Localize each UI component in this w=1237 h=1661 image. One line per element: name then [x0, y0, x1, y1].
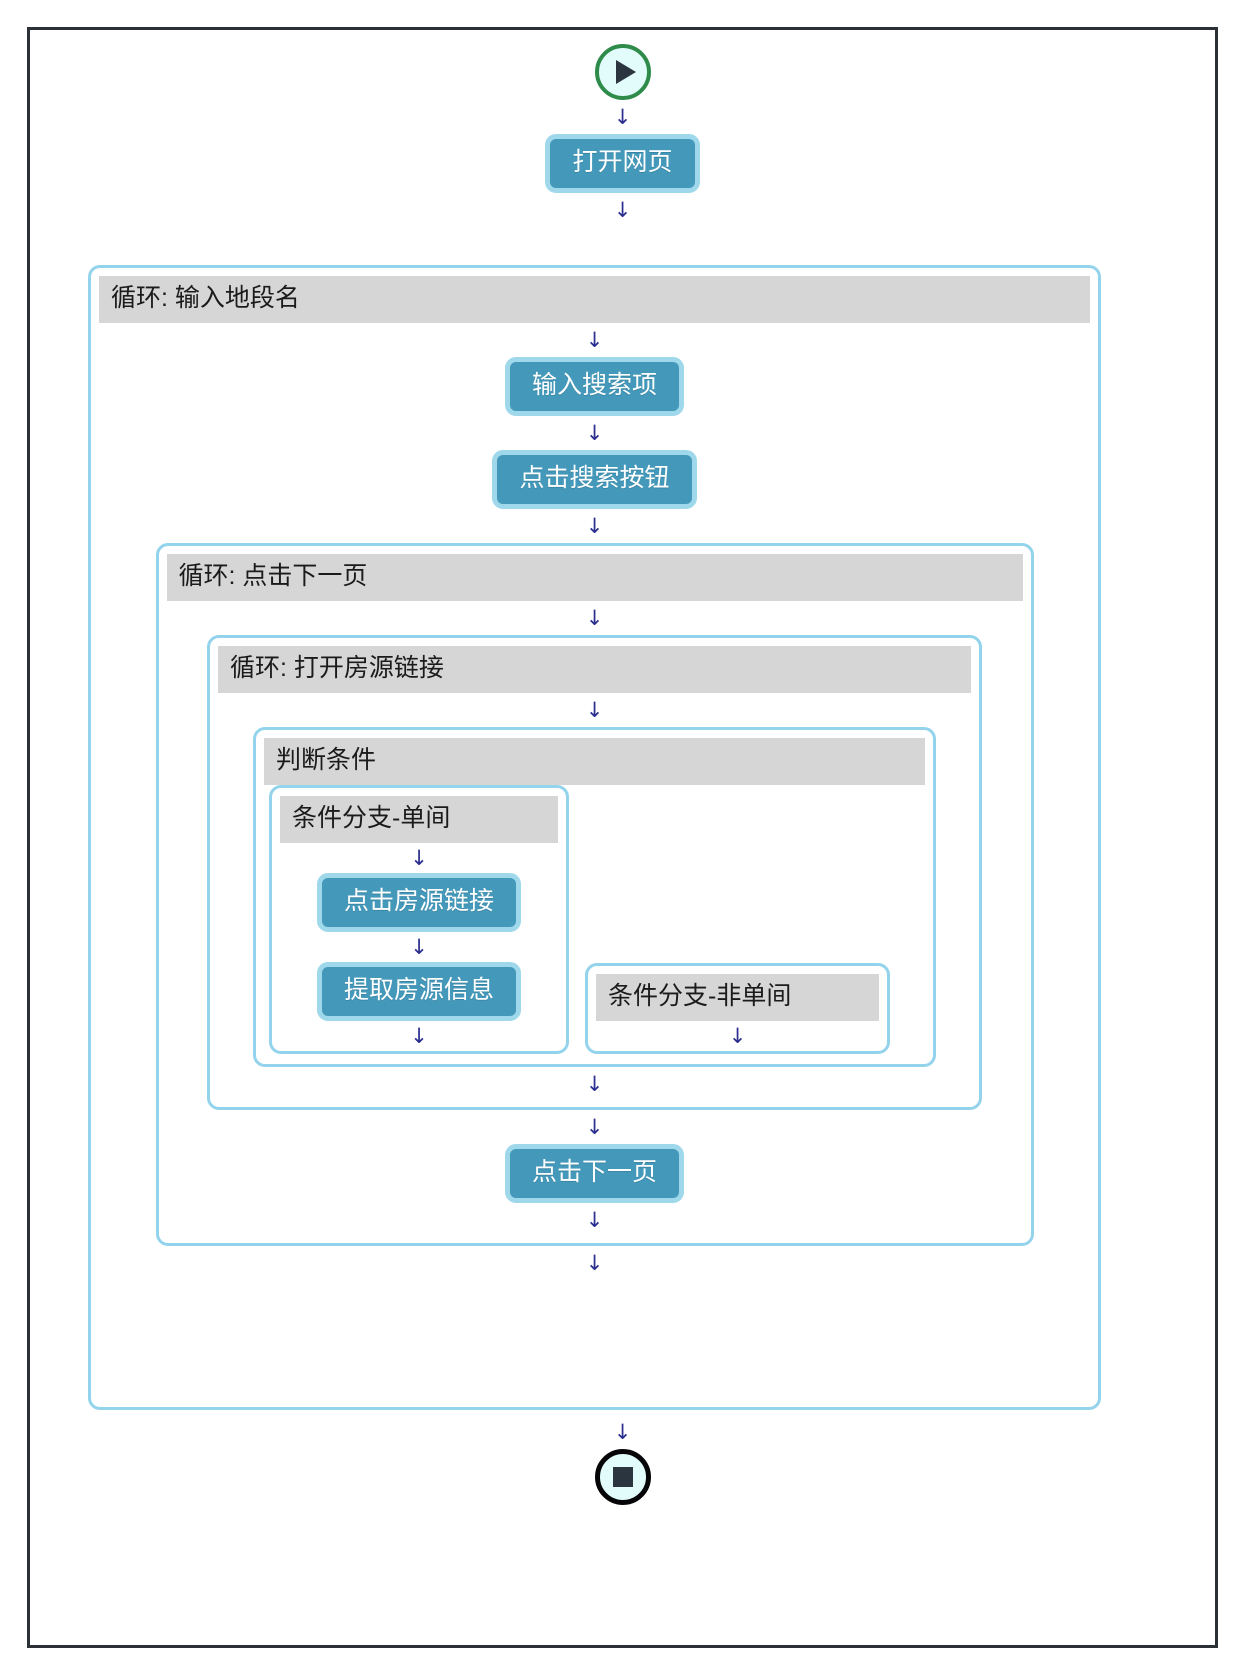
- node-extract-listing-info[interactable]: 提取房源信息: [316, 962, 521, 1021]
- condition-block-title: 判断条件: [264, 738, 925, 785]
- connector-arrow: ↓: [613, 1420, 632, 1444]
- branch-non-single-room-title: 条件分支-非单间: [596, 974, 879, 1021]
- loop-open-listing-link[interactable]: 循环: 打开房源链接 ↓ 判断条件 条件分支-单间 ↓ 点击房源链接 ↓ 提取房…: [207, 635, 982, 1110]
- connector-arrow: ↓: [410, 846, 428, 870]
- stop-icon: [612, 1467, 633, 1487]
- connector-arrow: ↓: [585, 328, 604, 352]
- start-node[interactable]: [594, 44, 651, 100]
- play-icon: [616, 60, 636, 84]
- connector-arrow: ↓: [410, 935, 428, 959]
- connector-arrow: ↓: [585, 698, 604, 722]
- connector-arrow: ↓: [585, 421, 604, 445]
- loop-open-listing-link-title: 循环: 打开房源链接: [218, 646, 971, 693]
- connector-arrow: ↓: [585, 606, 604, 630]
- branch-single-room[interactable]: 条件分支-单间 ↓ 点击房源链接 ↓ 提取房源信息 ↓: [269, 785, 569, 1054]
- flow-root: ↓ 打开网页 ↓: [30, 30, 1215, 227]
- connector-arrow: ↓: [613, 105, 632, 129]
- connector-arrow: ↓: [410, 1024, 428, 1048]
- loop-click-next-page-title: 循环: 点击下一页: [166, 554, 1023, 601]
- connector-arrow: ↓: [585, 1208, 604, 1232]
- connector-arrow: ↓: [585, 514, 604, 538]
- node-open-page[interactable]: 打开网页: [545, 134, 700, 193]
- connector-arrow: ↓: [613, 198, 632, 222]
- condition-block[interactable]: 判断条件 条件分支-单间 ↓ 点击房源链接 ↓ 提取房源信息 ↓: [253, 727, 936, 1067]
- loop-input-lot-name[interactable]: 循环: 输入地段名 ↓ 输入搜索项 ↓ 点击搜索按钮 ↓ 循环: 点击下一页 ↓…: [88, 265, 1101, 1410]
- flow-tail: ↓: [30, 1415, 1215, 1505]
- condition-branches: 条件分支-单间 ↓ 点击房源链接 ↓ 提取房源信息 ↓ 条件分支-非单间 ↓: [256, 785, 933, 1054]
- branch-non-single-room[interactable]: 条件分支-非单间 ↓: [585, 963, 890, 1054]
- connector-arrow: ↓: [585, 1072, 604, 1096]
- node-click-listing-link[interactable]: 点击房源链接: [316, 873, 521, 932]
- loop-input-lot-name-title: 循环: 输入地段名: [99, 276, 1090, 323]
- node-click-next-page[interactable]: 点击下一页: [504, 1144, 684, 1203]
- end-node[interactable]: [594, 1449, 651, 1505]
- node-click-search-button[interactable]: 点击搜索按钮: [492, 450, 697, 509]
- connector-arrow: ↓: [728, 1024, 747, 1048]
- connector-arrow: ↓: [585, 1115, 604, 1139]
- loop-click-next-page[interactable]: 循环: 点击下一页 ↓ 循环: 打开房源链接 ↓ 判断条件 条件分支-单间 ↓ …: [155, 543, 1034, 1246]
- flowchart-canvas: ↓ 打开网页 ↓ 循环: 输入地段名 ↓ 输入搜索项 ↓ 点击搜索按钮 ↓ 循环…: [27, 27, 1218, 1648]
- branch-single-room-title: 条件分支-单间: [280, 796, 558, 843]
- connector-arrow: ↓: [585, 1251, 604, 1275]
- node-input-search-term[interactable]: 输入搜索项: [504, 357, 684, 416]
